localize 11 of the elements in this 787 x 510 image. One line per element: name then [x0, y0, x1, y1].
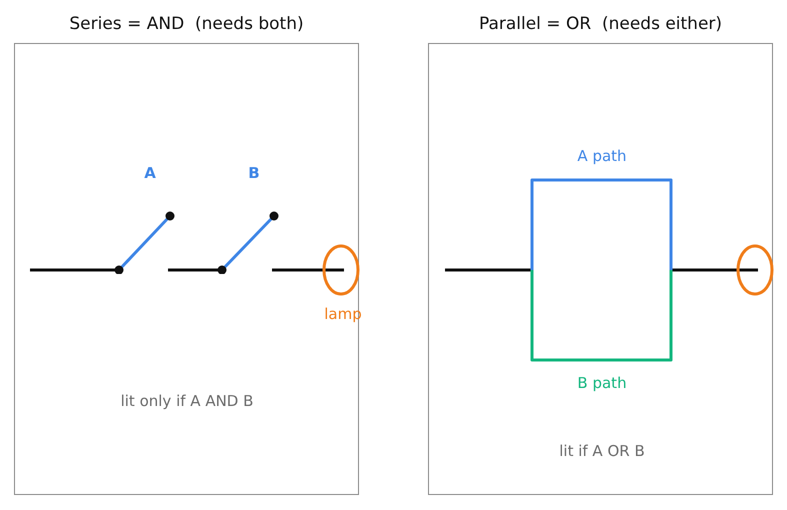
lamp-icon: [322, 244, 360, 296]
condition-note: lit if A OR B: [559, 442, 645, 460]
path-label: A path: [577, 147, 627, 165]
lamp-label: lamp: [324, 305, 362, 323]
panel-title: Series = AND (needs both): [69, 14, 304, 34]
panel-title: Parallel = OR (needs either): [478, 14, 722, 34]
switch-label: B: [248, 164, 260, 182]
condition-note: lit only if A AND B: [120, 392, 254, 410]
lamp-icon: [736, 244, 774, 296]
path-label: B path: [577, 374, 627, 392]
switch-label: A: [144, 164, 156, 182]
